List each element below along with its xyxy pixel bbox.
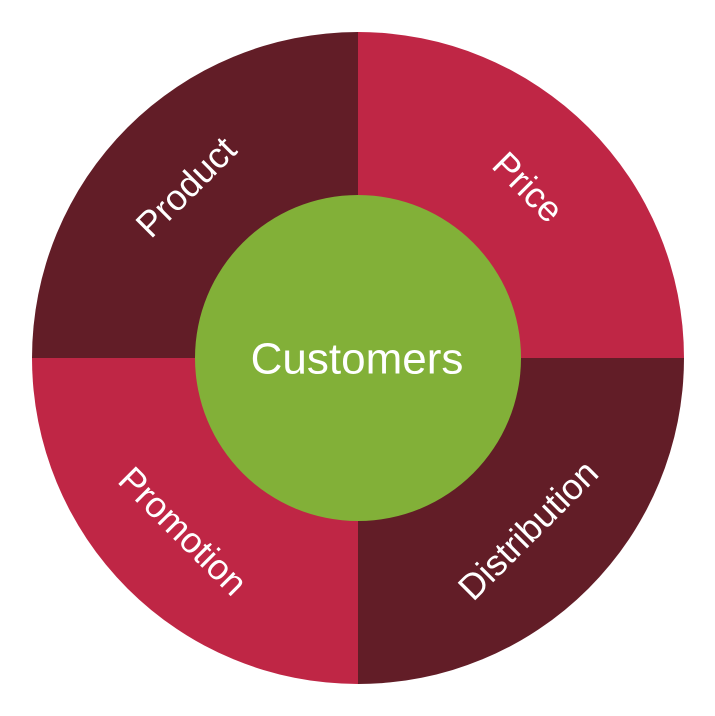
center-circle (195, 195, 521, 521)
center-label: Customers (251, 335, 464, 384)
